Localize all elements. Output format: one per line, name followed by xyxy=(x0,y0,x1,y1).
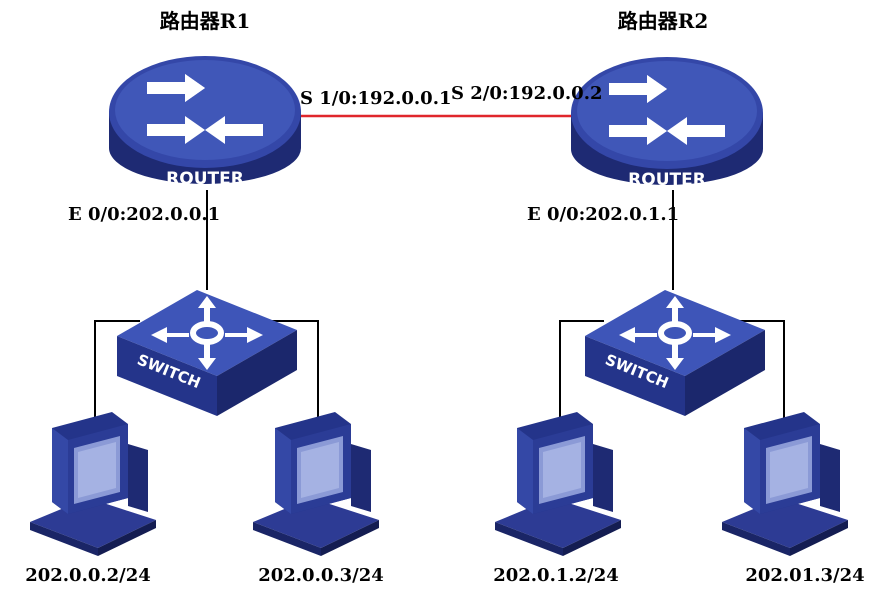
switch-2-icon: SWITCH xyxy=(585,290,765,416)
switch-1-icon: SWITCH xyxy=(117,290,297,416)
host-2-ip: 202.0.0.3/24 xyxy=(258,565,384,586)
router-r1-serial-interface: S 1/0:192.0.0.1 xyxy=(300,88,451,109)
router-badge-label: ROUTER xyxy=(166,169,244,189)
router-r2-serial-interface: S 2/0:192.0.0.2 xyxy=(451,83,602,104)
switch-2-to-host-3-cable xyxy=(559,320,604,430)
host-1-ip: 202.0.0.2/24 xyxy=(25,565,151,586)
host-2-computer-icon xyxy=(253,412,379,556)
switch-2-to-host-4-cable xyxy=(740,320,785,430)
router-r1-icon: ROUTER xyxy=(109,56,301,189)
devices: ROUTER ROUTER SWITCH SWITCH xyxy=(30,56,848,556)
host-3-computer-icon xyxy=(495,412,621,556)
labels: 路由器R1 路由器R2 S 1/0:192.0.0.1 S 2/0:192.0.… xyxy=(25,9,864,586)
router-r1-title: 路由器R1 xyxy=(160,9,251,33)
host-1-computer-icon xyxy=(30,412,156,556)
router-r2-title: 路由器R2 xyxy=(618,9,709,33)
router-r2-ethernet-interface: E 0/0:202.0.1.1 xyxy=(527,204,679,225)
switch-1-to-host-2-cable xyxy=(272,320,319,430)
router-r1-ethernet-interface: E 0/0:202.0.0.1 xyxy=(68,204,220,225)
host-3-ip: 202.0.1.2/24 xyxy=(493,565,619,586)
router-badge-label: ROUTER xyxy=(628,170,706,190)
cables xyxy=(94,114,785,430)
host-4-ip: 202.01.3/24 xyxy=(745,565,864,586)
host-4-computer-icon xyxy=(722,412,848,556)
router-r2-icon: ROUTER xyxy=(571,57,763,190)
switch-1-to-host-1-cable xyxy=(94,320,140,430)
